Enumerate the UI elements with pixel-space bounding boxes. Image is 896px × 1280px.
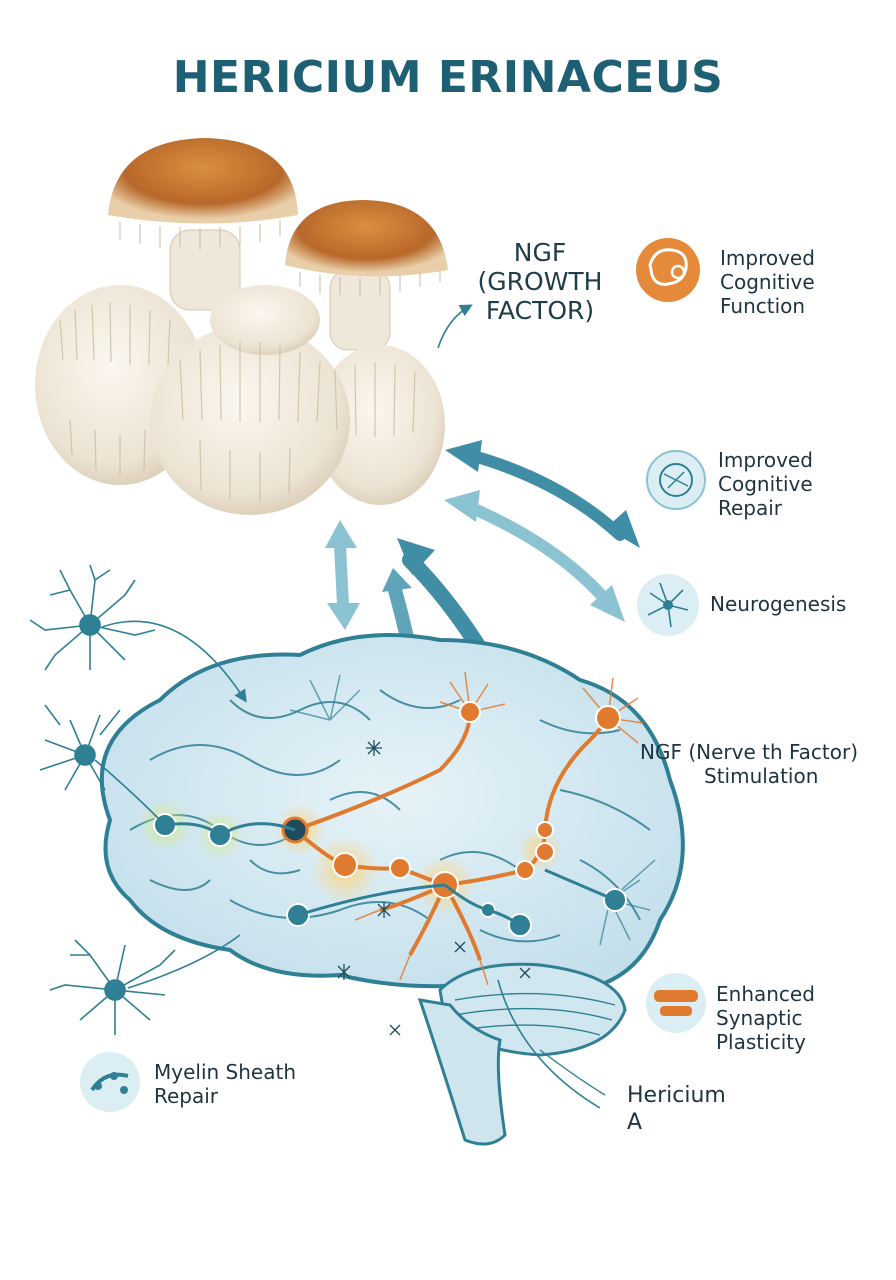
benefit-line: Cognitive (718, 472, 813, 496)
synapse-icon (646, 973, 706, 1033)
mushroom-cap-left (108, 138, 298, 224)
benefit-line: Neurogenesis (710, 592, 847, 616)
benefit-line: Function (720, 294, 806, 318)
neuron-icon-top-left (29, 564, 247, 703)
benefit-improved-cognitive-repair: Improved Cognitive Repair (718, 448, 813, 520)
neuron-marks (337, 740, 531, 1036)
neuron-icon (637, 574, 699, 636)
ngf-growth-factor-label: NGF (GROWTH FACTOR) (460, 238, 620, 325)
brain-illustration (99, 633, 685, 1146)
brain-gear-icon (636, 238, 700, 302)
brain-stem (417, 998, 507, 1146)
benefit-line: Synaptic Plasticity (716, 1006, 806, 1054)
label-hericium-a: Hericium A (627, 1082, 726, 1136)
hericium-a-pointer (497, 979, 601, 1109)
benefit-neurogenesis: Neurogenesis (710, 592, 846, 616)
ngf-line-2: (GROWTH (477, 267, 603, 296)
benefit-line: NGF (Nerve th Factor) (640, 740, 859, 764)
benefit-myelin-sheath-repair: Myelin Sheath Repair (154, 1060, 296, 1108)
ngf-line-1: NGF (513, 238, 567, 267)
benefit-line: Myelin Sheath (154, 1060, 296, 1084)
benefit-line: A (627, 1110, 643, 1135)
neuron-icon-mid-left (39, 704, 161, 821)
benefit-line: Enhanced (716, 982, 815, 1006)
page-title: HERICIUM ERINACEUS (172, 52, 724, 103)
benefit-line: Improved (720, 246, 815, 270)
benefit-improved-cognitive-function: Improved Cognitive Function (720, 246, 815, 318)
benefit-line: Repair (154, 1084, 219, 1108)
ngf-line-3: FACTOR) (485, 296, 595, 325)
benefit-ngf-stimulation: NGF (Nerve th Factor) Stimulation (640, 740, 858, 788)
benefit-line: Cognitive (720, 270, 815, 294)
benefit-line: Repair (718, 496, 783, 520)
benefit-line: Stimulation (704, 764, 819, 788)
cell-repair-icon (646, 450, 706, 510)
benefit-line: Improved (718, 448, 813, 472)
benefit-enhanced-synaptic-plasticity: Enhanced Synaptic Plasticity (716, 982, 896, 1054)
myelin-icon (80, 1052, 140, 1112)
mushroom-cap-right (285, 200, 448, 277)
neuron-icon-bottom-left (49, 934, 241, 1035)
lions-mane-mushroom (35, 138, 448, 515)
benefit-line: Hericium (627, 1083, 726, 1108)
ngf-pointer-arrow (437, 304, 473, 349)
